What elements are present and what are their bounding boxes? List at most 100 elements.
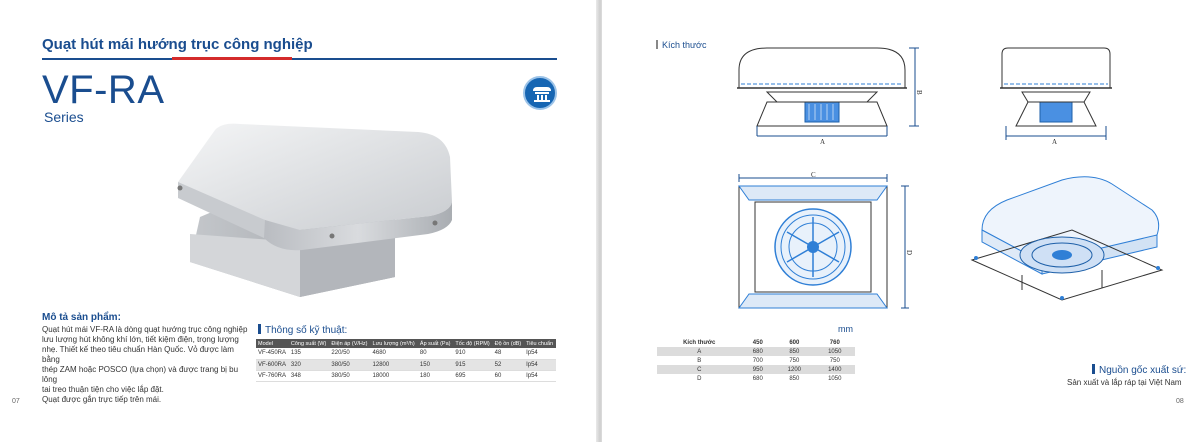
table-cell: 380/50 bbox=[329, 359, 371, 371]
origin-text: Sản xuất và lắp ráp tại Việt Nam bbox=[1067, 378, 1182, 387]
table-cell: VF-600RA bbox=[256, 359, 289, 371]
table-cell: 4680 bbox=[370, 348, 418, 360]
table-cell: B bbox=[697, 357, 702, 364]
table-cell: 1050 bbox=[828, 375, 842, 382]
table-cell: Ip54 bbox=[524, 370, 556, 382]
title-rule bbox=[42, 58, 557, 60]
page-number: 07 bbox=[12, 398, 20, 405]
specs-title: Thông số kỹ thuật: bbox=[258, 324, 347, 336]
specs-header-row: Model Công suất (W) Điện áp (V/Hz) Lưu l… bbox=[256, 339, 556, 348]
table-cell: 750 bbox=[789, 357, 800, 364]
table-cell: 850 bbox=[774, 347, 815, 356]
unit-label: mm bbox=[838, 324, 853, 334]
table-row: VF-450RA 135 220/50 4680 80 910 48 Ip54 bbox=[256, 348, 556, 360]
product-category-title: Quạt hút mái hướng trục công nghiệp bbox=[42, 36, 313, 53]
specs-header-cell: Tốc độ (RPM) bbox=[453, 339, 493, 348]
table-cell: 695 bbox=[453, 370, 493, 382]
table-cell: Ip54 bbox=[524, 359, 556, 371]
table-cell: 52 bbox=[492, 359, 525, 371]
specs-header-cell: Áp suất (Pa) bbox=[417, 339, 454, 348]
table-cell: 135 bbox=[288, 348, 330, 360]
dim-label-a: A bbox=[820, 138, 825, 146]
dim-label-b: B bbox=[915, 90, 923, 95]
title-rule-accent bbox=[172, 57, 292, 60]
table-cell: 220/50 bbox=[329, 348, 371, 360]
table-cell: C bbox=[657, 365, 742, 374]
table-cell: 180 bbox=[417, 370, 454, 382]
origin-title-text: Nguồn gốc xuất sứ: bbox=[1099, 365, 1187, 376]
table-cell: 700 bbox=[752, 357, 763, 364]
specs-table: Model Công suất (W) Điện áp (V/Hz) Lưu l… bbox=[256, 339, 556, 382]
description-line: nhẹ. Thiết kế theo tiêu chuẩn Hàn Quốc. … bbox=[42, 345, 234, 364]
dimension-header-cell: 600 bbox=[789, 339, 800, 346]
table-cell: 950 bbox=[741, 365, 775, 374]
right-page: Kích thước A B bbox=[602, 0, 1200, 442]
dimension-header-cell: 450 bbox=[752, 339, 763, 346]
description-line: tai treo thuận tiện cho việc lắp đặt. bbox=[42, 385, 164, 394]
side-view-drawing: A B bbox=[737, 47, 923, 146]
table-cell: 1400 bbox=[814, 365, 855, 374]
page-gutter bbox=[596, 0, 604, 442]
specs-header-cell: Công suất (W) bbox=[288, 339, 330, 348]
table-cell: 915 bbox=[453, 359, 493, 371]
table-cell: Ip54 bbox=[524, 348, 556, 360]
table-cell: VF-450RA bbox=[256, 348, 289, 360]
isometric-view-drawing bbox=[970, 176, 1164, 301]
table-row: D 680 850 1050 bbox=[657, 374, 855, 383]
table-cell: 680 bbox=[752, 375, 763, 382]
dimension-header-cell: 760 bbox=[829, 339, 840, 346]
specs-header-cell: Lưu lượng (m³/h) bbox=[370, 339, 418, 348]
table-cell: 60 bbox=[492, 370, 525, 382]
description-line: lưu lượng hút không khí lớn, tiết kiệm đ… bbox=[42, 335, 239, 344]
description-line: Quạt hút mái VF-RA là dòng quạt hướng tr… bbox=[42, 325, 248, 334]
table-cell: 380/50 bbox=[329, 370, 371, 382]
dimension-table: Kích thước 450 600 760 A 680 850 1050 B … bbox=[657, 338, 855, 383]
specs-header-cell: Tiêu chuẩn bbox=[524, 339, 556, 348]
table-cell: 48 bbox=[492, 348, 525, 360]
table-row: B 700 750 750 bbox=[657, 356, 855, 365]
specs-header-cell: Độ ồn (dB) bbox=[492, 339, 525, 348]
page-number: 08 bbox=[1176, 398, 1184, 405]
description-text: Quạt hút mái VF-RA là dòng quạt hướng tr… bbox=[42, 325, 250, 405]
table-row: A 680 850 1050 bbox=[657, 347, 855, 356]
table-cell: 750 bbox=[829, 357, 840, 364]
table-cell: 850 bbox=[789, 375, 800, 382]
table-cell: 80 bbox=[417, 348, 454, 360]
specs-header-cell: Điện áp (V/Hz) bbox=[329, 339, 371, 348]
description-title: Mô tả sản phẩm: bbox=[42, 312, 121, 323]
table-cell: 18000 bbox=[370, 370, 418, 382]
description-line: thép ZAM hoặc POSCO (lựa chọn) và được t… bbox=[42, 365, 239, 384]
top-view-drawing: C D bbox=[738, 171, 913, 309]
specs-header-cell: Model bbox=[256, 339, 289, 348]
roof-fan-icon bbox=[523, 76, 557, 110]
specs-title-text: Thông số kỹ thuật: bbox=[265, 325, 348, 336]
model-name: VF-RA bbox=[42, 68, 165, 112]
left-page: Quạt hút mái hướng trục công nghiệp VF-R… bbox=[0, 0, 598, 442]
dim-label-c: C bbox=[811, 171, 816, 179]
table-row: VF-600RA 320 380/50 12800 150 915 52 Ip5… bbox=[256, 359, 556, 371]
dimensions-label-text: Kích thước bbox=[662, 40, 707, 50]
dimension-header-cell: Kích thước bbox=[683, 339, 716, 346]
table-cell: 1050 bbox=[814, 347, 855, 356]
description-line: Quạt được gắn trực tiếp trên mái. bbox=[42, 395, 162, 404]
table-cell: D bbox=[697, 375, 702, 382]
table-cell: 680 bbox=[741, 347, 775, 356]
table-cell: VF-760RA bbox=[256, 370, 289, 382]
dim-label-a-front: A bbox=[1052, 138, 1057, 146]
dimensions-label: Kích thước bbox=[656, 40, 706, 50]
table-cell: A bbox=[657, 347, 742, 356]
front-view-drawing: A bbox=[1000, 47, 1112, 146]
dimension-header-row: Kích thước 450 600 760 bbox=[657, 338, 855, 347]
table-row: VF-760RA 348 380/50 18000 180 695 60 Ip5… bbox=[256, 370, 556, 382]
table-cell: 1200 bbox=[774, 365, 815, 374]
table-cell: 150 bbox=[417, 359, 454, 371]
table-cell: 910 bbox=[453, 348, 493, 360]
table-cell: 320 bbox=[288, 359, 330, 371]
series-label: Series bbox=[44, 109, 84, 125]
roof-fan-photo bbox=[177, 123, 452, 297]
table-cell: 12800 bbox=[370, 359, 418, 371]
dim-label-d: D bbox=[905, 250, 913, 255]
origin-title: Nguồn gốc xuất sứ: bbox=[1092, 364, 1186, 376]
table-row: C 950 1200 1400 bbox=[657, 365, 855, 374]
